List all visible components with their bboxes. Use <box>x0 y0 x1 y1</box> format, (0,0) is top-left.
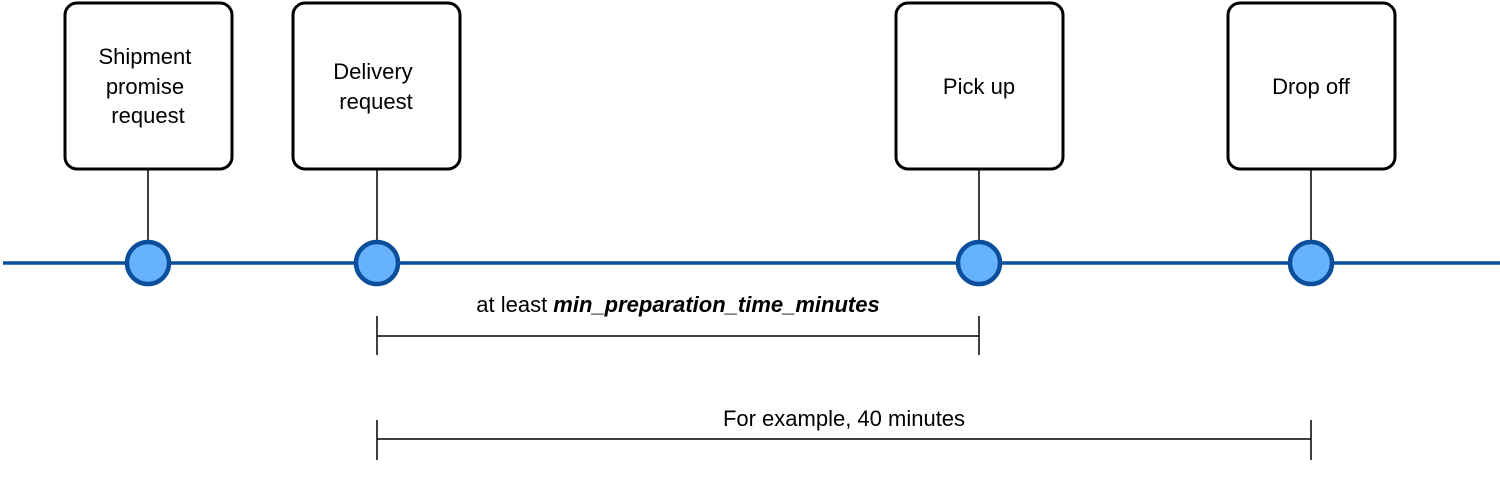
example-span-label: For example, 40 minutes <box>723 406 965 431</box>
event-label-line: request <box>339 89 412 114</box>
event-box <box>291 1 462 171</box>
event-drop-off: Drop off <box>1226 1 1397 171</box>
event-label: Pick up <box>943 74 1015 99</box>
event-shipment-promise-request: Shipment promise request <box>63 1 234 171</box>
event-box <box>894 1 1065 171</box>
milestone-delivery-request <box>353 239 401 287</box>
preparation-time-span: at least min_preparation_time_minutes <box>376 292 980 355</box>
span-label-parameter: min_preparation_time_minutes <box>553 292 879 317</box>
example-duration-span: For example, 40 minutes <box>376 406 1312 460</box>
event-label-line: Drop off <box>1272 74 1351 99</box>
event-label-line: request <box>111 103 184 128</box>
span-label-prefix: at least <box>476 292 553 317</box>
milestone-drop-off <box>1287 239 1335 287</box>
event-label: Delivery request <box>333 59 419 114</box>
event-delivery-request: Delivery request <box>291 1 462 171</box>
event-label: Shipment promise request <box>98 44 197 128</box>
milestone-pick-up <box>955 239 1003 287</box>
event-label: Drop off <box>1272 74 1351 99</box>
event-label-line: Shipment <box>98 44 191 69</box>
event-label-line: promise <box>106 74 184 99</box>
event-box <box>1226 1 1397 171</box>
event-pick-up: Pick up <box>894 1 1065 171</box>
preparation-span-label: at least min_preparation_time_minutes <box>476 292 879 317</box>
event-box <box>63 1 234 171</box>
event-label-line: Delivery <box>333 59 412 84</box>
event-label-line: Pick up <box>943 74 1015 99</box>
milestone-shipment-promise <box>124 239 172 287</box>
